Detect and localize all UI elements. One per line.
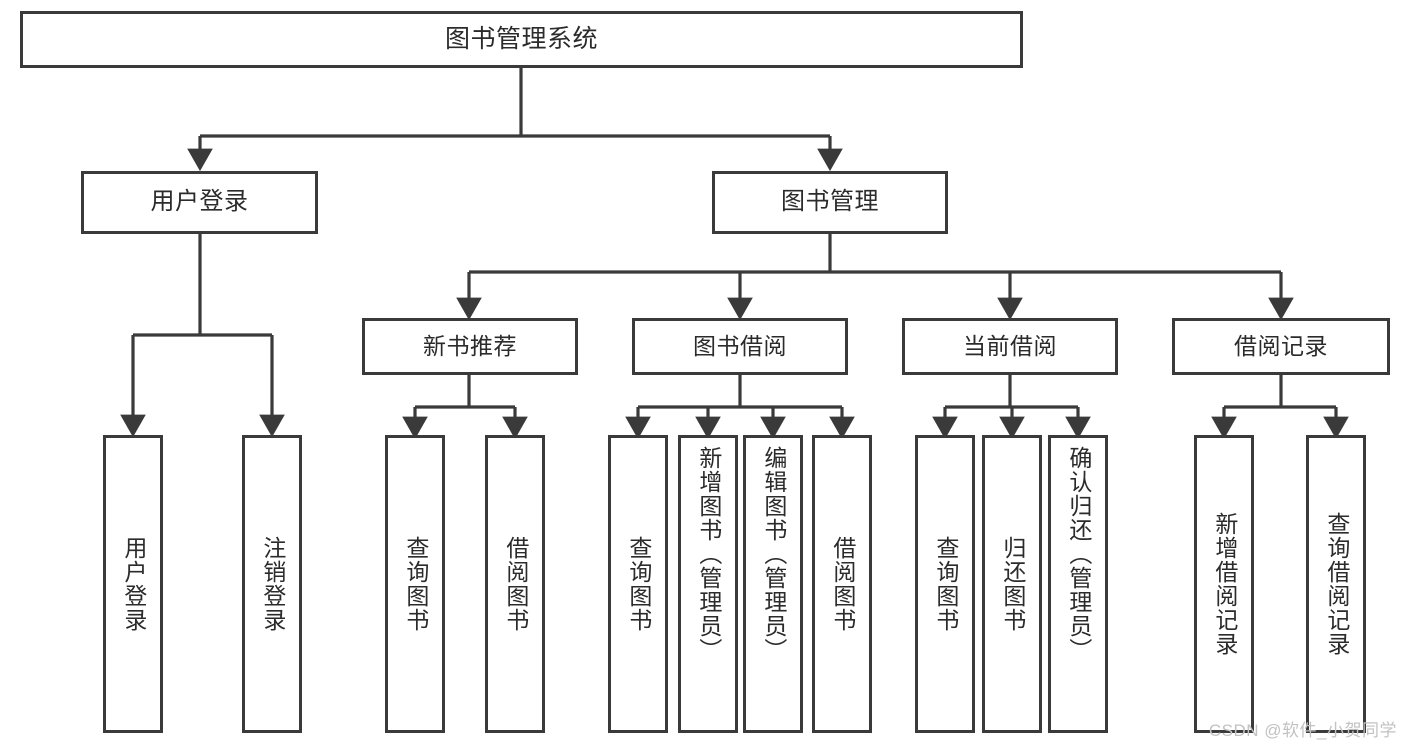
node-root[interactable]: 图书管理系统: [20, 11, 1023, 68]
node-book-borrow[interactable]: 图书借阅: [632, 318, 848, 375]
node-leaf-borrow-book-1-label: 借阅图书: [502, 536, 529, 632]
node-leaf-query-book-1[interactable]: 查询图书: [385, 435, 445, 733]
node-leaf-query-book-3-label: 查询图书: [932, 536, 959, 632]
node-leaf-add-record-label: 新增借阅记录: [1211, 512, 1238, 656]
node-leaf-edit-book[interactable]: 编辑图书（管理员）: [743, 435, 803, 733]
node-leaf-return-book-label: 归还图书: [999, 536, 1026, 632]
node-current-borrow[interactable]: 当前借阅: [902, 318, 1118, 375]
node-borrow-record-label: 借阅记录: [1234, 332, 1328, 359]
node-leaf-borrow-book-2[interactable]: 借阅图书: [812, 435, 872, 733]
node-leaf-add-book[interactable]: 新增图书（管理员）: [678, 435, 738, 733]
node-leaf-query-book-2-label: 查询图书: [625, 536, 652, 632]
node-leaf-add-record[interactable]: 新增借阅记录: [1194, 435, 1254, 733]
node-leaf-add-book-label: 新增图书（管理员）: [695, 446, 722, 662]
node-leaf-logout-login-label: 注销登录: [259, 536, 286, 632]
node-leaf-logout-login[interactable]: 注销登录: [242, 435, 302, 733]
node-leaf-confirm-return[interactable]: 确认归还（管理员）: [1048, 435, 1108, 733]
node-book-borrow-label: 图书借阅: [693, 332, 787, 359]
node-leaf-borrow-book-1[interactable]: 借阅图书: [485, 435, 545, 733]
node-book-manage[interactable]: 图书管理: [712, 171, 948, 234]
node-leaf-user-login-label: 用户登录: [120, 536, 147, 632]
node-user-login-label: 用户登录: [150, 188, 249, 216]
node-leaf-borrow-book-2-label: 借阅图书: [829, 536, 856, 632]
node-new-book-rec[interactable]: 新书推荐: [362, 318, 578, 375]
node-leaf-query-record-label: 查询借阅记录: [1323, 512, 1350, 656]
node-leaf-query-book-1-label: 查询图书: [402, 536, 429, 632]
node-leaf-return-book[interactable]: 归还图书: [982, 435, 1042, 733]
watermark-text: CSDN @软件_小贺同学: [1208, 721, 1397, 740]
node-leaf-user-login[interactable]: 用户登录: [103, 435, 163, 733]
node-leaf-edit-book-label: 编辑图书（管理员）: [760, 446, 787, 662]
node-leaf-confirm-return-label: 确认归还（管理员）: [1065, 446, 1092, 662]
node-leaf-query-book-3[interactable]: 查询图书: [915, 435, 975, 733]
node-book-manage-label: 图书管理: [781, 188, 879, 216]
node-current-borrow-label: 当前借阅: [963, 332, 1057, 359]
node-leaf-query-record[interactable]: 查询借阅记录: [1306, 435, 1366, 733]
node-borrow-record[interactable]: 借阅记录: [1172, 318, 1390, 375]
node-new-book-rec-label: 新书推荐: [423, 332, 517, 359]
node-root-label: 图书管理系统: [444, 24, 598, 53]
node-user-login[interactable]: 用户登录: [81, 171, 318, 234]
node-leaf-query-book-2[interactable]: 查询图书: [608, 435, 668, 733]
